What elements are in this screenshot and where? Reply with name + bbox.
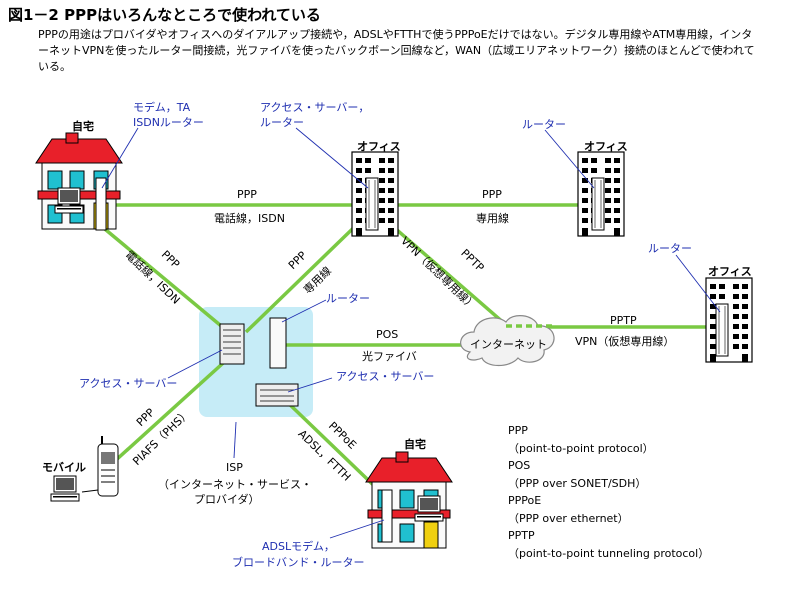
vpn-proto-label: PPTP — [458, 247, 486, 275]
mobile-cable — [81, 489, 99, 493]
legend-ppp: PPP — [508, 424, 528, 437]
isp-label-line3: プロバイダ） — [194, 493, 260, 506]
adsl-proto-label: PPPoE — [326, 419, 359, 451]
access-server-right-callout: アクセス・サーバー — [336, 370, 435, 383]
mobile-label: モバイル — [42, 461, 86, 474]
home-bottom-label: 自宅 — [404, 438, 426, 451]
legend-pppoe: PPPoE — [508, 494, 542, 507]
pos-proto-label: POS — [376, 328, 399, 341]
office-isp-proto-label: PPP — [286, 249, 310, 272]
top-ppp-left-label: PPP — [237, 188, 257, 201]
mobile-phone — [97, 436, 119, 497]
far-proto-label: PPTP — [610, 314, 637, 327]
figure-description: PPPの用途はプロバイダやオフィスへのダイアルアップ接続や，ADSLやFTTHで… — [38, 28, 755, 73]
office-far-building — [705, 277, 753, 363]
office-center-label: オフィス — [357, 140, 401, 153]
legend-pppoe-desc: （PPP over ethernet） — [508, 511, 629, 525]
isp-access-server-rack — [219, 323, 245, 365]
internet-label: インターネット — [470, 338, 547, 351]
legend-pptp-desc: （point-to-point tunneling protocol） — [508, 546, 710, 560]
router-office-far-callout: ルーター — [648, 242, 692, 255]
home-top-house — [35, 132, 123, 230]
adsl-modem-callout: ADSLモデム， — [262, 540, 335, 553]
isp-access-server-box — [255, 383, 299, 407]
office-right-router — [591, 177, 605, 231]
home-bottom-modem — [381, 489, 393, 543]
legend-pos-desc: （PPP over SONET/SDH） — [508, 476, 647, 490]
home-top-pc — [54, 187, 84, 214]
callout-lines — [101, 127, 721, 539]
isp-router — [269, 317, 287, 369]
home-top-label: 自宅 — [72, 120, 94, 133]
far-medium-label: VPN（仮想専用線） — [575, 335, 675, 348]
protocol-legend: PPP （point-to-point protocol） POS （PPP o… — [508, 422, 709, 562]
top-ppp-right-label: PPP — [482, 188, 502, 201]
router-isp-callout: ルーター — [326, 292, 370, 305]
pos-medium-label: 光ファイバ — [362, 350, 417, 363]
office-center-router — [365, 177, 379, 231]
modem-ta-callout: モデム，TA — [133, 101, 191, 114]
office-far-router — [715, 303, 729, 357]
top-medium-left-label: 電話線，ISDN — [214, 212, 285, 225]
internet-cloud — [460, 315, 555, 367]
isdn-router-callout: ISDNルーター — [133, 116, 204, 129]
router-office-callout: ルーター — [260, 116, 304, 129]
home-isp-proto-label: PPP — [159, 248, 183, 271]
router-office-right-callout: ルーター — [522, 118, 566, 131]
broadband-router-callout: ブロードバンド・ルーター — [232, 556, 365, 569]
figure-title: 図1－2 PPPはいろんなところで使われている — [8, 6, 321, 24]
office-far-label: オフィス — [708, 265, 752, 278]
home-bottom-pc — [414, 495, 444, 522]
isp-label-line1: ISP — [226, 461, 243, 474]
mobile-laptop — [50, 475, 80, 502]
home-top-modem — [95, 177, 107, 231]
legend-ppp-desc: （point-to-point protocol） — [508, 441, 654, 455]
office-right-label: オフィス — [584, 140, 628, 153]
access-server-office-callout: アクセス・サーバー， — [260, 101, 370, 114]
legend-pos: POS — [508, 459, 531, 472]
isp-label-line2: （インターネット・サービス・ — [158, 478, 312, 491]
top-medium-right-label: 専用線 — [476, 212, 509, 225]
legend-pptp: PPTP — [508, 529, 535, 542]
access-server-left-callout: アクセス・サーバー — [79, 377, 178, 390]
